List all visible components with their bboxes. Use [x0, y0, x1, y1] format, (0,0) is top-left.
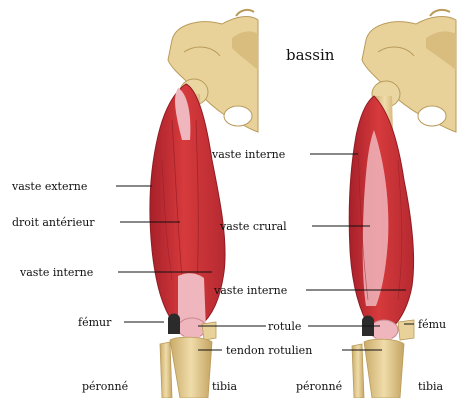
- left-fibula: [160, 342, 172, 398]
- label-rotule: rotule: [268, 320, 301, 333]
- left-patella: [178, 318, 206, 338]
- label-femur-left: fémur: [78, 316, 111, 329]
- left-leg: [150, 10, 258, 398]
- label-vaste-crural: vaste crural: [220, 220, 287, 233]
- label-femur-right: fému: [418, 318, 446, 331]
- right-fibula: [352, 344, 364, 398]
- label-perone-left: péronné: [82, 380, 128, 393]
- left-knee-dark: [168, 314, 180, 335]
- right-leg: [349, 10, 456, 398]
- label-tibia-left: tibia: [212, 380, 237, 393]
- right-patella: [370, 320, 398, 340]
- left-tibia: [170, 337, 212, 398]
- label-tendon-rotulien: tendon rotulien: [226, 344, 312, 357]
- label-vaste-interne-left: vaste interne: [20, 266, 93, 279]
- label-vaste-interne-bottom: vaste interne: [214, 284, 287, 297]
- label-vaste-externe: vaste externe: [12, 180, 87, 193]
- label-tibia-right: tibia: [418, 380, 443, 393]
- label-vaste-interne-top: vaste interne: [212, 148, 285, 161]
- pelvis-title: bassin: [286, 47, 334, 64]
- right-tibia: [364, 339, 404, 398]
- label-droit-anterieur: droit antérieur: [12, 216, 95, 229]
- label-perone-right: péronné: [296, 380, 342, 393]
